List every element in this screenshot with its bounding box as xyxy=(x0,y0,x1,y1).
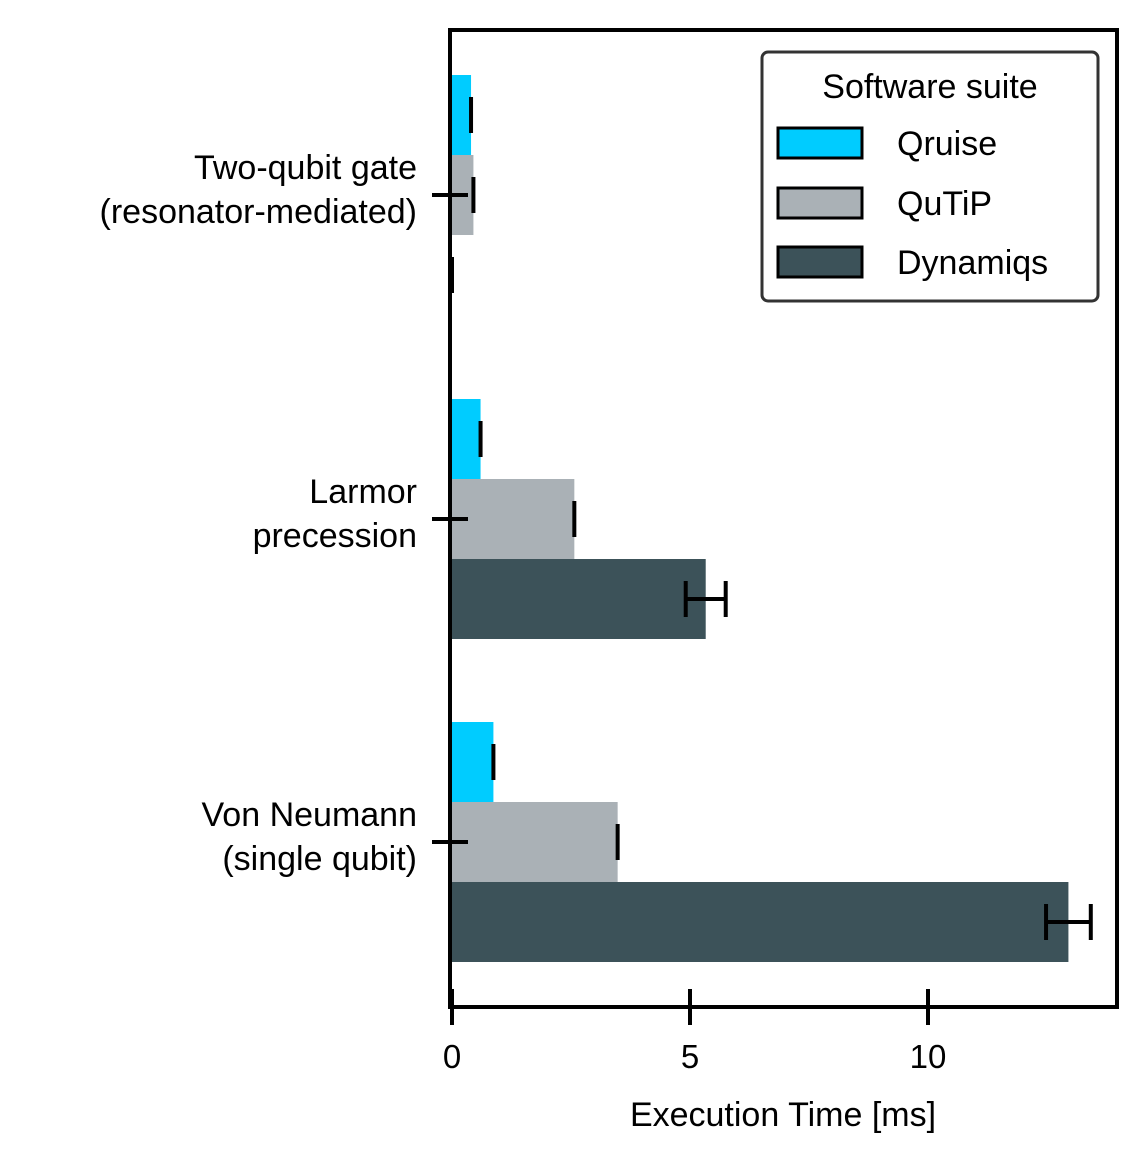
legend-swatch-qruise xyxy=(776,126,864,160)
y-tick-label-0: Two-qubit gate(resonator-mediated) xyxy=(100,149,417,231)
bar-qutip-1 xyxy=(452,479,575,559)
legend-label-qruise: Qruise xyxy=(897,125,997,163)
legend-swatch-qutip xyxy=(776,186,864,220)
bar-qruise-1 xyxy=(452,399,481,479)
x-tick-label-1: 5 xyxy=(681,1038,699,1075)
errorbars-layer xyxy=(450,97,1093,940)
bar-qruise-2 xyxy=(452,722,494,802)
x-tick-label-0: 0 xyxy=(443,1038,461,1075)
bars-layer xyxy=(452,75,1069,962)
x-tick-label-2: 10 xyxy=(910,1038,947,1075)
bar-dynamiqs-1 xyxy=(452,559,706,639)
y-tick-label-2: Von Neumann(single qubit) xyxy=(202,796,418,878)
legend-title: Software suite xyxy=(822,68,1037,106)
legend-box xyxy=(760,50,1100,303)
legend-label-dynamiqs: Dynamiqs xyxy=(897,244,1048,282)
bar-qutip-2 xyxy=(452,802,618,882)
x-axis-title: Execution Time [ms] xyxy=(630,1096,936,1134)
bar-qruise-0 xyxy=(452,75,472,155)
bar-dynamiqs-2 xyxy=(452,882,1069,962)
x-axis: 0 5 10 xyxy=(443,989,947,1075)
legend-swatch-dynamiqs xyxy=(776,245,864,279)
legend-label-qutip: QuTiP xyxy=(897,185,992,223)
y-axis: Two-qubit gate(resonator-mediated) Larmor… xyxy=(100,149,468,878)
